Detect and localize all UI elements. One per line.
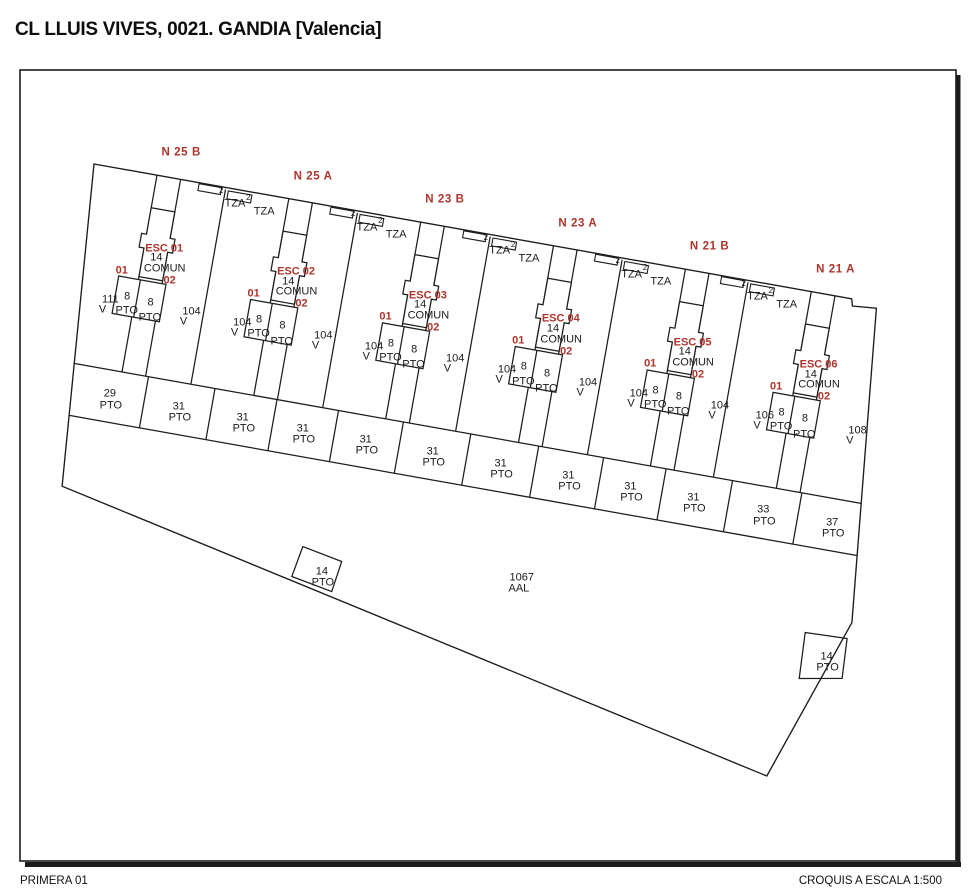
page-title: CL LLUIS VIVES, 0021. GANDIA [Valencia] [15, 19, 382, 40]
garage-box-pair [111, 275, 167, 323]
parking-cell-divider [528, 445, 540, 498]
parking-cell-divider [393, 421, 405, 474]
stairwell-outline [792, 323, 831, 398]
parking-cell-divider [205, 388, 216, 440]
section-boundary-line [712, 282, 749, 478]
terrace-tab [226, 190, 253, 204]
garage-box-pair [765, 391, 822, 439]
parking-cell-divider [267, 399, 278, 451]
garage-box-pair [243, 298, 299, 346]
sheet-border [19, 69, 957, 862]
parking-cell-divider [593, 457, 605, 509]
terrace-tab [490, 237, 518, 251]
garage-box-divider [264, 303, 273, 341]
parking-row-bottom [69, 414, 857, 557]
plot-outline [61, 163, 878, 777]
scale-label: CROQUIS A ESCALA 1:500 [798, 875, 942, 887]
garage-box-divider [396, 326, 405, 365]
stairwell-outline [270, 230, 308, 305]
terrace-tab [329, 206, 355, 219]
section-boundary-line [190, 189, 227, 385]
garage-box-pair [639, 369, 696, 417]
parking-cell-divider [461, 433, 472, 486]
parking-row-top [73, 362, 862, 505]
garage-box-pair [507, 345, 564, 394]
garage-box-pair [375, 322, 431, 370]
parking-cell-divider [792, 492, 803, 545]
parking-cell-divider [656, 468, 667, 521]
garage-box-divider [529, 350, 538, 388]
terrace-tab [719, 275, 745, 289]
extra-spot-outline [290, 545, 343, 593]
parking-cell-divider [138, 376, 150, 429]
parking-cell-divider [722, 480, 734, 532]
terrace-tab [622, 260, 650, 275]
stairwell-outline [138, 206, 176, 282]
terrace-tab [461, 230, 488, 243]
section-boundary-line [322, 212, 359, 408]
extra-spot-outline [798, 631, 848, 680]
section-boundary-line [454, 236, 491, 432]
stairwell-outline [401, 253, 440, 329]
section-boundary-line [586, 259, 623, 455]
terrace-tab [358, 213, 385, 228]
parking-cell-divider [328, 410, 340, 462]
garage-box-divider [133, 279, 142, 318]
stairwell-outline [666, 300, 705, 376]
terrace-tab [197, 183, 223, 196]
terrace-tab [593, 253, 619, 266]
garage-box-divider [787, 396, 796, 434]
terrace-tab [748, 283, 776, 297]
floor-label: PRIMERA 01 [20, 875, 88, 887]
garage-box-divider [661, 373, 670, 412]
stairwell-outline [534, 277, 573, 353]
